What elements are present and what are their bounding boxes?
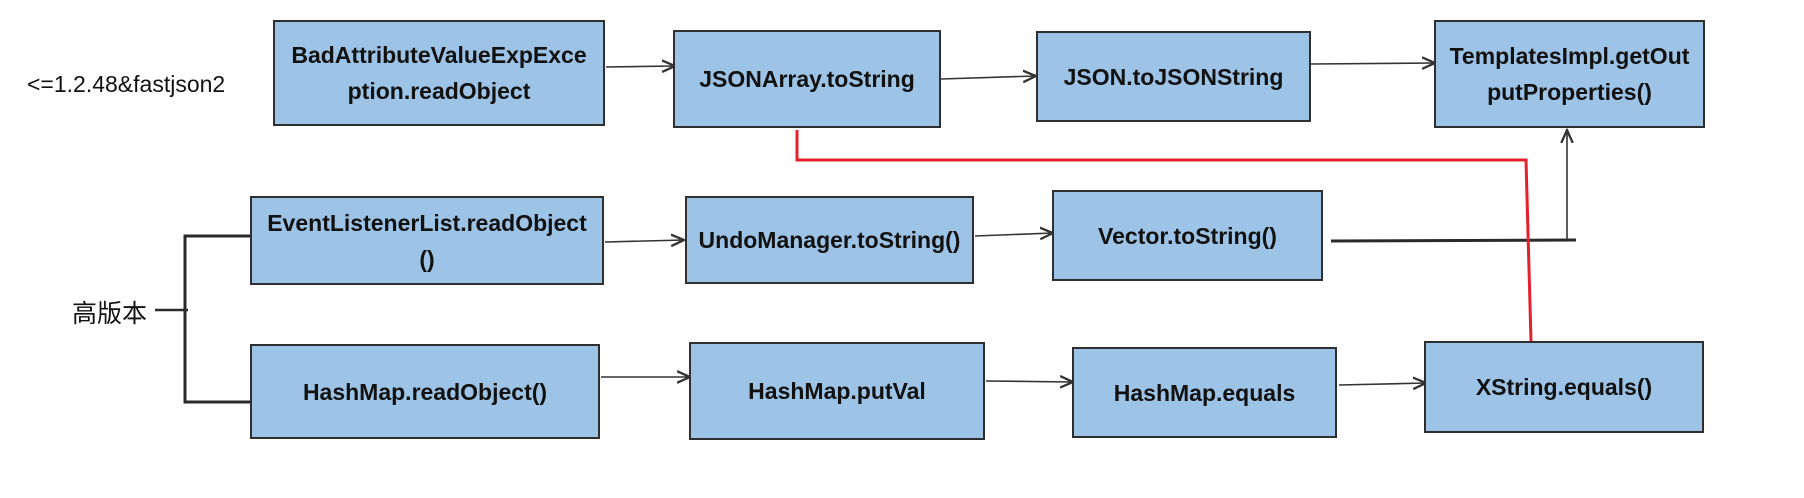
arrow-eventlist-to-undo [604,240,684,242]
red-highlight-path [795,130,1533,342]
node-bad-attribute-readobject: BadAttributeValueExpException.readObject [273,20,605,126]
arrow-json-to-templates [1310,63,1435,64]
version-label-high: 高版本 [72,299,148,328]
node-xstring-equals: XString.equals() [1424,341,1704,433]
arrow-equals-to-xstring [1338,383,1426,385]
arrow-jsonarray-to-json [940,76,1036,79]
node-eventlistenerlist-readobject: EventListenerList.readObject() [250,196,604,285]
version-label-fastjson: <=1.2.48&fastjson2 [27,71,226,97]
node-hashmap-equals: HashMap.equals [1072,347,1337,438]
vector-output-line [1330,238,1577,243]
node-templatesimpl: TemplatesImpl.getOutputProperties() [1434,20,1705,128]
arrow-undo-to-vector [974,233,1053,236]
arrow-putval-to-equals [985,381,1073,382]
node-json-tojsonstring: JSON.toJSONString [1036,31,1311,122]
node-jsonarray-tostring: JSONArray.toString [673,30,941,128]
arrow-bad-to-jsonarray [605,66,675,67]
node-hashmap-readobject: HashMap.readObject() [250,344,600,439]
high-version-bracket [183,234,250,404]
node-undomanager-tostring: UndoManager.toString() [685,196,974,284]
node-vector-tostring: Vector.toString() [1052,190,1323,281]
node-hashmap-putval: HashMap.putVal [689,342,985,440]
